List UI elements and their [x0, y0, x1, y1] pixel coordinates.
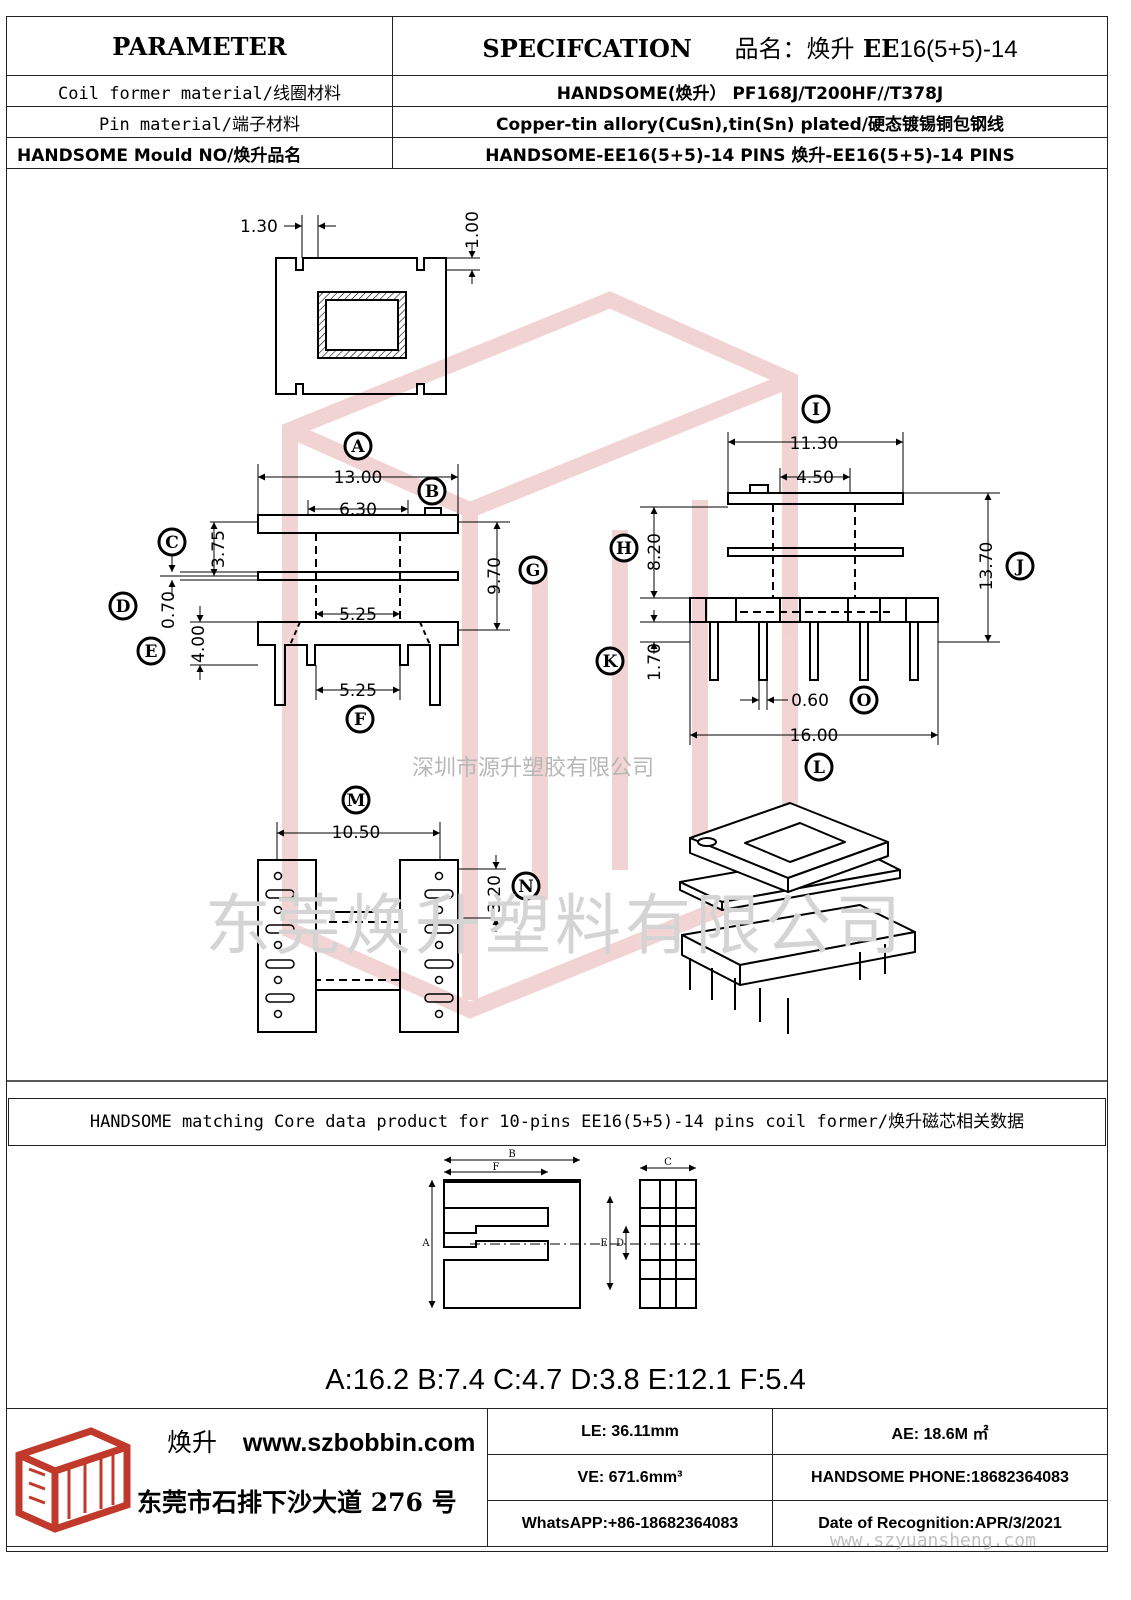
dim-5-25-top: 5.25	[339, 605, 377, 625]
isometric-view	[679, 802, 916, 1034]
company-watermark-small: 深圳市源升塑胶有限公司	[412, 756, 655, 781]
le-value: LE: 36.11mm	[487, 1408, 773, 1455]
bottom-view	[257, 822, 506, 1033]
label-C: C	[165, 533, 179, 553]
label-B: B	[425, 482, 439, 502]
dim-8-20: 8.20	[645, 533, 665, 571]
ae-value: AE: 18.6M ㎡	[772, 1408, 1108, 1455]
dim-0-60: 0.60	[791, 691, 829, 711]
label-O: O	[857, 691, 872, 711]
dim-1-00: 1.00	[463, 211, 483, 249]
label-A: A	[350, 437, 365, 457]
product-series: EE	[862, 33, 900, 63]
label-L: L	[813, 758, 825, 778]
brand-cn: 焕升	[167, 1427, 218, 1457]
footer-table: 焕升 www.szbobbin.com 东莞市石排下沙大道 276 号 LE: …	[6, 1408, 1108, 1547]
label-E: E	[145, 642, 158, 662]
label-I: I	[812, 400, 820, 420]
dim-3-75: 3.75	[209, 530, 229, 568]
core-drawing	[428, 1156, 700, 1309]
front-view-right	[640, 432, 1000, 745]
dim-4-50: 4.50	[796, 468, 834, 488]
core-label-D: D	[616, 1238, 624, 1249]
coil-material-label: Coil former material/线圈材料	[6, 75, 393, 107]
label-J: J	[1014, 557, 1024, 577]
dim-0-70: 0.70	[159, 591, 179, 629]
site-watermark: www.szyuansheng.com	[830, 1530, 1036, 1551]
product-prefix: 品名：焕升	[734, 34, 855, 63]
address: 东莞市石排下沙大道 276 号	[137, 1487, 457, 1517]
dim-1-70: 1.70	[645, 643, 665, 681]
label-D: D	[116, 597, 131, 617]
label-G: G	[526, 561, 541, 581]
dim-13-00: 13.00	[334, 468, 383, 488]
dim-6-30: 6.30	[339, 500, 377, 520]
dim-5-25-bottom: 5.25	[339, 681, 377, 701]
dim-11-30: 11.30	[790, 434, 839, 454]
core-values: A:16.2 B:7.4 C:4.7 D:3.8 E:12.1 F:5.4	[325, 1364, 806, 1396]
dim-9-70: 9.70	[485, 557, 505, 595]
label-F: F	[354, 710, 366, 730]
core-label-C: C	[664, 1157, 672, 1168]
mould-no-label: HANDSOME Mould NO/焕升品名	[6, 137, 393, 169]
label-K: K	[603, 652, 619, 672]
core-data-title: HANDSOME matching Core data product for …	[8, 1098, 1106, 1146]
dim-13-70: 13.70	[977, 542, 997, 591]
core-label-F: F	[493, 1162, 500, 1173]
param-header: PARAMETER	[6, 16, 393, 76]
dim-16-00: 16.00	[790, 726, 839, 746]
website-link[interactable]: www.szbobbin.com	[242, 1428, 476, 1457]
mould-no-value: HANDSOME-EE16(5+5)-14 PINS 焕升-EE16(5+5)-…	[392, 137, 1108, 169]
pin-material-value: Copper-tin allory(CuSn),tin(Sn) plated/硬…	[392, 106, 1108, 138]
core-label-B: B	[508, 1149, 515, 1160]
side-view-left	[160, 464, 510, 706]
handsome-logo-icon	[15, 1426, 131, 1533]
label-H: H	[616, 539, 632, 559]
core-label-E: E	[600, 1238, 607, 1249]
brand-cell: 焕升 www.szbobbin.com 东莞市石排下沙大道 276 号	[6, 1408, 488, 1547]
top-view	[275, 215, 480, 395]
label-N: N	[518, 877, 534, 897]
spec-table: PARAMETER SPECIFCATION 品名：焕升 EE16(5+5)-1…	[6, 16, 1108, 169]
whatsapp-value: WhatsAPP:+86-18682364083	[487, 1500, 773, 1547]
product-model: 16(5+5)-14	[899, 35, 1018, 63]
spec-label: SPECIFCATION	[482, 33, 692, 63]
coil-material-value: HANDSOME(焕升） PF168J/T200HF//T378J	[392, 75, 1108, 107]
ve-value: VE: 671.6mm³	[487, 1454, 773, 1501]
label-M: M	[347, 791, 366, 811]
circle-labels	[108, 394, 1035, 901]
brand-line: 焕升 www.szbobbin.com	[167, 1423, 475, 1459]
company-watermark-big: 东莞焕升塑料有限公司	[205, 887, 905, 964]
phone-value: HANDSOME PHONE:18682364083	[772, 1454, 1108, 1501]
date-value: Date of Recognition:APR/3/2021	[772, 1500, 1108, 1547]
spec-header: SPECIFCATION 品名：焕升 EE16(5+5)-14	[392, 16, 1108, 76]
dim-3-20: 3.20	[485, 875, 505, 913]
dim-10-50: 10.50	[332, 823, 381, 843]
core-label-A: A	[421, 1238, 430, 1249]
dim-4-00: 4.00	[189, 625, 209, 663]
dim-1-30: 1.30	[240, 217, 278, 237]
